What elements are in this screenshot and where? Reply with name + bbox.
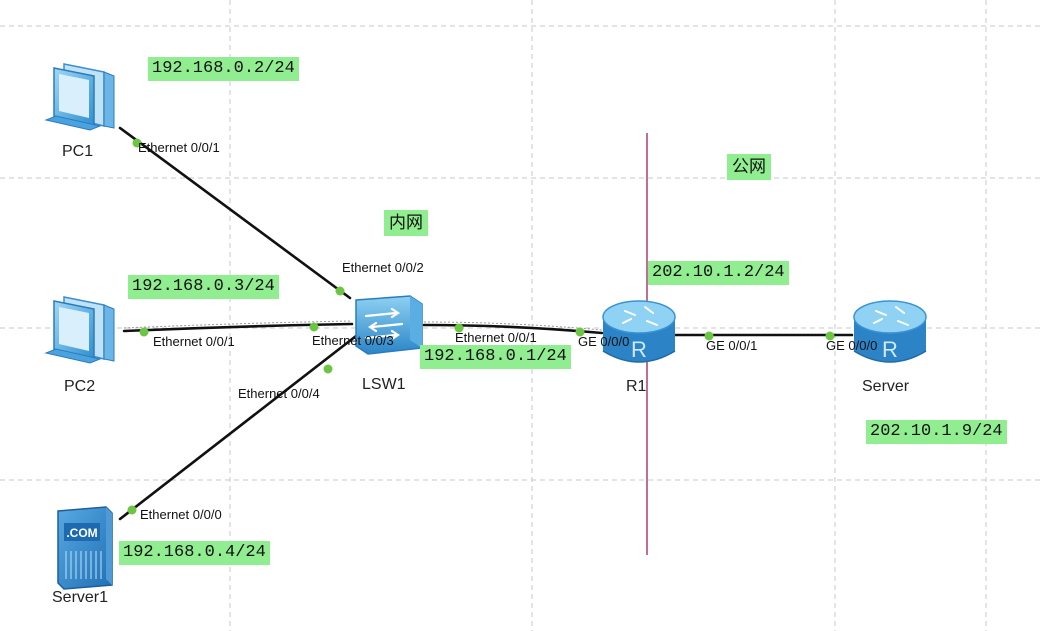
ip-label-server1: 192.168.0.4/24 [119,541,270,565]
ip-label-pc2: 192.168.0.3/24 [128,275,279,299]
port-dot-r1-ge000 [575,327,585,337]
web-server-icon[interactable]: .COM [57,506,113,590]
device-name-lsw1: LSW1 [362,376,406,393]
port-dot-lsw1-e002 [335,286,345,296]
port-label-lsw1-to-pc2: Ethernet 0/0/3 [312,333,394,348]
port-label-lsw1-to-pc1: Ethernet 0/0/2 [342,260,424,275]
ip-label-server: 202.10.1.9/24 [866,420,1007,444]
port-dot-r1-ge001 [704,331,714,341]
link-server1-lsw1 [118,334,358,521]
svg-text:R: R [882,337,898,362]
pc-icon[interactable] [44,63,115,131]
port-label-pc1: Ethernet 0/0/1 [138,140,220,155]
port-dot-pc1 [132,138,142,148]
device-name-pc2: PC2 [64,378,96,395]
device-name-server: Server [862,378,910,395]
ip-label-pc1: 192.168.0.2/24 [148,57,299,81]
pc-icon[interactable] [44,296,115,364]
port-label-pc2: Ethernet 0/0/1 [153,334,235,349]
port-dot-lsw1-e004 [323,364,333,374]
device-name-server1: Server1 [52,589,109,606]
device-name-pc1: PC1 [62,143,94,160]
ip-label-r1-inside: 192.168.0.1/24 [420,345,571,369]
port-label-lsw1-to-r1: Ethernet 0/0/1 [455,330,537,345]
router-icon[interactable]: R [853,300,927,363]
device-name-r1: R1 [626,378,647,395]
svg-text:R: R [631,337,647,362]
port-dot-pc2 [139,327,149,337]
port-dot-lsw1-e001 [454,323,464,333]
port-label-r1-outside: GE 0/0/1 [706,338,758,353]
zone-label-private: 内网 [384,210,428,236]
zone-label-public: 公网 [727,154,771,180]
port-label-r1-inside: GE 0/0/0 [578,334,630,349]
port-dot-server1 [127,505,137,515]
port-dot-lsw1-e003 [309,322,319,332]
port-label-server1: Ethernet 0/0/0 [140,507,222,522]
link-pc1-lsw1 [118,126,352,300]
port-label-server: GE 0/0/0 [826,338,878,353]
port-label-lsw1-to-server1: Ethernet 0/0/4 [238,386,320,401]
port-dot-server-ge000 [825,331,835,341]
router-icon[interactable]: R [602,300,676,363]
svg-text:.COM: .COM [66,526,97,540]
ip-label-r1-outside: 202.10.1.2/24 [648,261,789,285]
link-pc2-lsw1 [122,322,354,333]
port-dots [127,138,835,515]
